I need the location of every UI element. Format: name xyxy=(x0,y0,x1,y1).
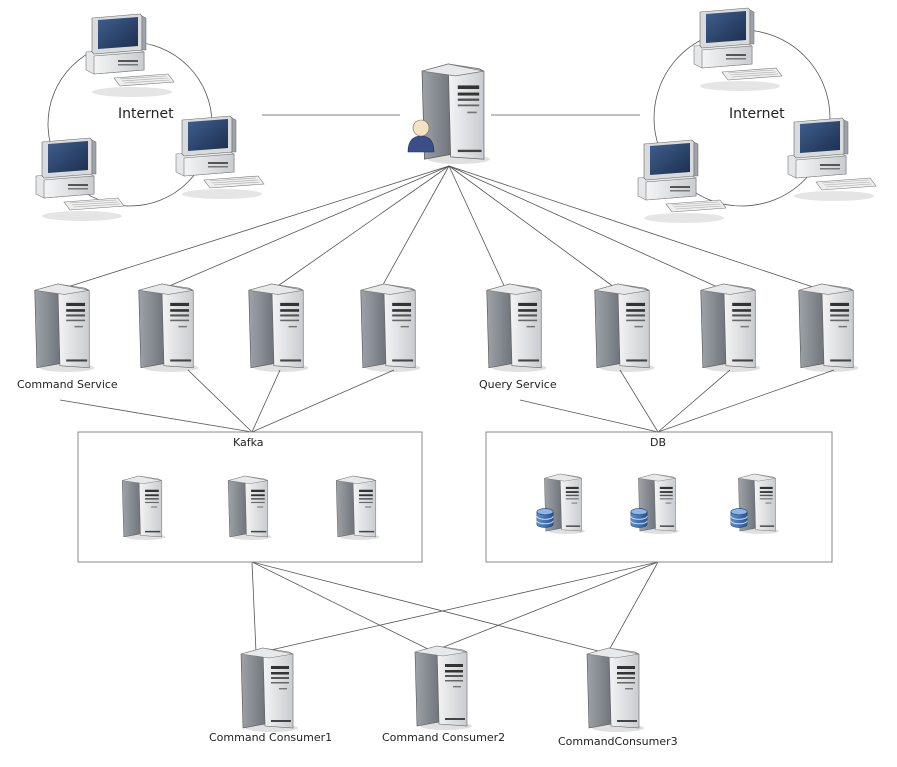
line-cmd4-to-kafka xyxy=(251,369,395,433)
line-gateway-to-query2 xyxy=(448,165,619,291)
line-gateway-to-query3 xyxy=(448,165,725,291)
query-service-label: Query Service xyxy=(479,378,557,391)
tower-server-icon xyxy=(121,475,167,541)
line-db-to-consumer1 xyxy=(261,561,659,653)
tower-server-icon xyxy=(240,647,299,733)
tower-server-icon xyxy=(414,645,473,731)
internet-label-left: Internet xyxy=(118,106,174,122)
gateway-server xyxy=(407,63,491,165)
kafka-cluster xyxy=(77,431,423,563)
database-icon xyxy=(536,508,554,528)
line-gateway-to-cmd1 xyxy=(57,165,450,291)
line-kafka-to-consumer2 xyxy=(251,561,431,651)
consumer1-label: Command Consumer1 xyxy=(209,731,333,744)
line-db-to-consumer3 xyxy=(607,561,659,653)
consumer3-label: CommandConsumer3 xyxy=(558,735,678,748)
tower-server-icon xyxy=(486,283,548,373)
internet-cluster-right xyxy=(637,7,877,224)
internet-cluster-left xyxy=(35,13,265,222)
line-kafka-to-consumer1 xyxy=(251,561,257,653)
tower-server-icon xyxy=(360,283,422,373)
desktop-computer-icon xyxy=(35,137,125,222)
tower-server-icon xyxy=(138,283,200,373)
tower-server-icon xyxy=(594,283,656,373)
line-gateway-to-cmd2 xyxy=(159,165,450,291)
line-cmd1-to-kafka xyxy=(59,399,253,433)
tower-server-icon xyxy=(586,647,645,733)
desktop-computer-icon xyxy=(787,117,877,202)
tower-server-icon xyxy=(248,283,310,373)
line-query3-to-db xyxy=(657,369,731,433)
line-gateway-to-query4 xyxy=(448,165,823,291)
line-cmd3-to-kafka xyxy=(251,369,281,433)
desktop-computer-icon xyxy=(175,115,265,200)
tower-server-icon xyxy=(798,283,860,373)
db-cluster xyxy=(485,431,833,563)
line-gateway-to-cmd4 xyxy=(379,165,450,291)
database-icon xyxy=(630,508,648,528)
db-label: DB xyxy=(650,436,667,449)
command-service-label: Command Service xyxy=(17,378,118,391)
database-icon xyxy=(730,508,748,528)
command-consumers xyxy=(240,645,645,733)
tower-server-icon xyxy=(34,283,96,373)
tower-server-icon xyxy=(700,283,762,373)
desktop-computer-icon xyxy=(637,139,727,224)
command-service-servers xyxy=(34,283,422,373)
consumer2-label: Command Consumer2 xyxy=(382,731,506,744)
internet-label-right: Internet xyxy=(729,106,785,122)
db-box xyxy=(485,431,833,563)
line-gateway-to-query1 xyxy=(448,165,507,291)
tower-server-icon xyxy=(227,475,273,541)
line-kafka-to-consumer3 xyxy=(251,561,603,653)
line-query4-to-db xyxy=(657,369,835,433)
desktop-computer-icon xyxy=(85,13,175,98)
line-db-to-consumer2 xyxy=(435,561,659,651)
desktop-computer-icon xyxy=(693,7,783,92)
line-query1-to-db xyxy=(519,399,659,433)
kafka-box xyxy=(77,431,423,563)
line-gateway-to-cmd3 xyxy=(271,165,450,291)
tower-server-icon xyxy=(335,475,381,541)
line-query2-to-db xyxy=(619,369,659,433)
kafka-label: Kafka xyxy=(233,436,264,449)
query-service-servers xyxy=(486,283,860,373)
connector-lines xyxy=(57,114,835,653)
line-cmd2-to-kafka xyxy=(187,369,253,433)
